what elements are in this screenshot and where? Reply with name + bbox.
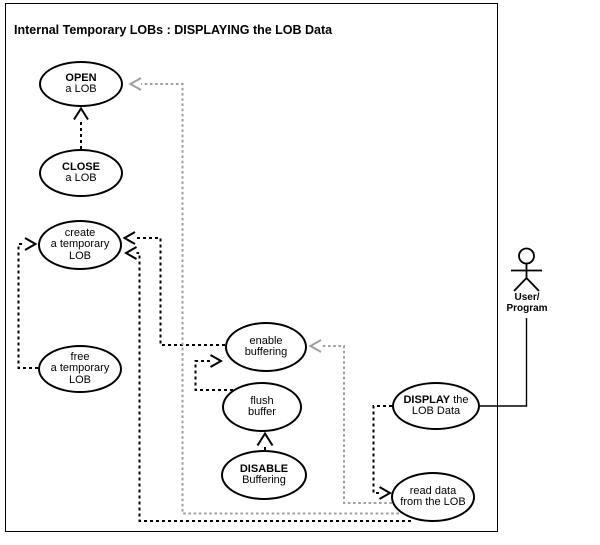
usecase-label: a temporary [50,362,110,375]
actor-label: User/ Program [494,292,560,314]
usecase-label: enable [249,334,283,347]
connector-read-to-create [123,246,411,522]
usecase-close-a-lob: CLOSE a LOB [39,149,123,197]
usecase-label: LOB Data [411,405,461,417]
arrowhead-icon [210,354,224,368]
connector-disable-to-flush [256,431,274,450]
usecase-label: read data [409,484,457,497]
usecase-label: buffer [248,406,276,418]
usecase-label: a LOB [65,83,97,95]
arrowhead-icon [24,237,38,251]
arrowhead-icon [256,431,274,447]
usecase-label: OPEN [65,71,97,84]
connector-read-to-open [128,77,399,515]
usecase-label: create [64,226,96,239]
arrowhead-icon [122,231,136,245]
connector-display-to-read [372,405,393,500]
system-boundary-box [5,3,498,532]
arrowhead-icon [123,246,137,260]
usecase-label: a LOB [65,172,97,184]
usecase-label: CLOSE [62,160,100,173]
usecase-label: a temporary [50,238,110,251]
usecase-label: Buffering [242,474,286,486]
association-actor-to-display [480,318,528,407]
usecase-read-data-from-lob: read data from the LOB [391,472,475,522]
connector-read-to-enable [308,339,392,504]
connector-flush-to-enable [194,354,233,391]
usecase-label: LOB [68,373,91,386]
usecase-enable-buffering: enable buffering [225,322,307,372]
usecase-label: flush [250,394,274,407]
arrowhead-icon [379,486,393,500]
usecase-open-a-lob: OPEN a LOB [39,61,123,107]
connector-close-to-open [73,106,89,149]
usecase-label: buffering [244,346,288,358]
usecase-label: DISABLE [239,462,289,475]
usecase-label: LOB [68,249,91,262]
usecase-create-temporary-lob: create a temporary LOB [38,220,122,270]
usecase-label: free [70,350,90,363]
connector-enable-to-create [122,231,225,346]
arrowhead-icon [308,339,322,353]
usecase-display-lob-data: DISPLAY the LOB Data [392,382,480,430]
actor-head [518,247,535,265]
actor-label-line2: Program [506,302,548,314]
user-actor-icon [511,247,542,292]
arrowhead-icon [128,77,142,91]
arrowhead-icon [73,106,89,121]
actor-label-line1: User/ [514,292,540,303]
usecase-flush-buffer: flush buffer [222,382,302,432]
diagram-title: Internal Temporary LOBs : DISPLAYING the… [14,23,333,37]
connector-free-to-create [17,237,38,369]
usecase-label: from the LOB [400,496,466,508]
usecase-free-temporary-lob: free a temporary LOB [38,345,122,393]
usecase-label: DISPLAY the [403,393,469,406]
usecase-disable-buffering: DISABLE Buffering [221,450,307,500]
